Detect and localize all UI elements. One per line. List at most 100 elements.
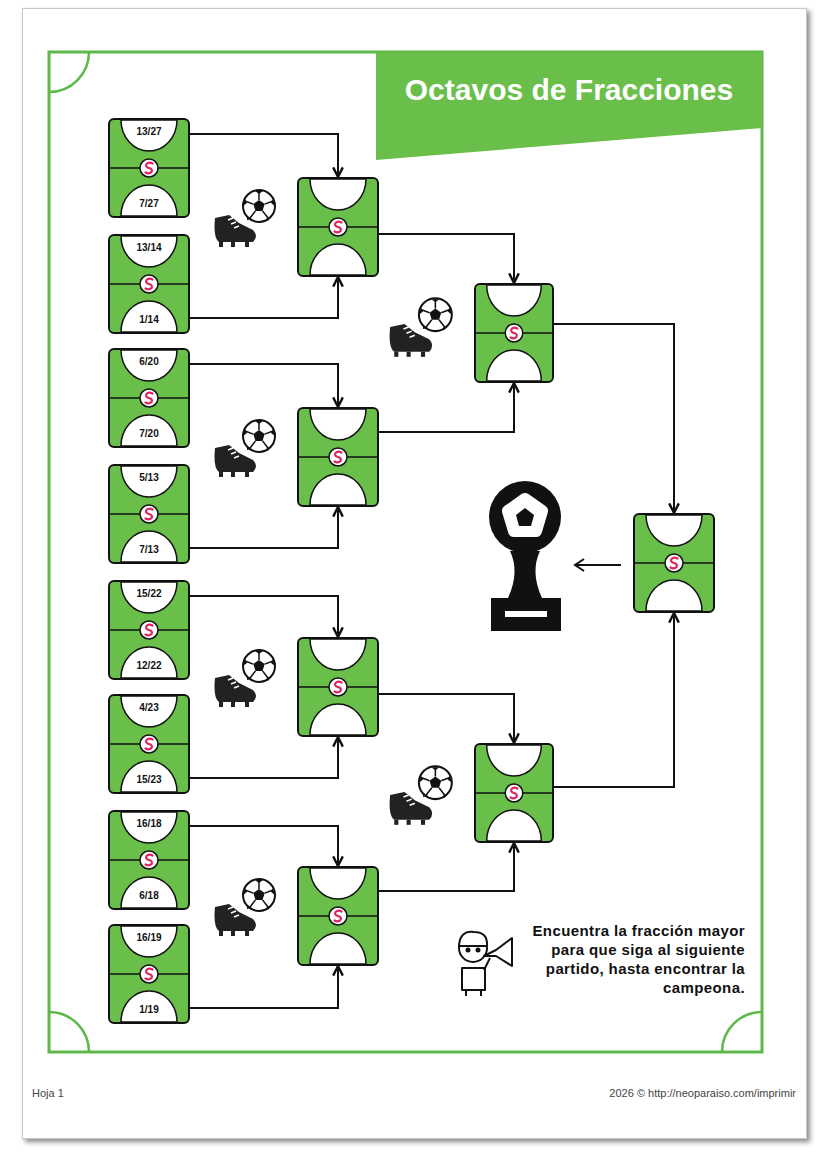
bracket-connector <box>554 613 674 787</box>
field-drawing <box>297 407 379 507</box>
field-grass <box>298 867 378 965</box>
kick-icons-part <box>390 298 452 357</box>
soccer-field <box>297 866 379 966</box>
kick-icons-part <box>215 650 276 707</box>
field-bottom-area <box>310 704 366 735</box>
fraction-label: 12/22 <box>108 660 190 671</box>
club-logo <box>146 855 153 866</box>
field-grass <box>298 638 378 736</box>
soccer-field <box>297 177 379 277</box>
club-logo <box>335 222 342 233</box>
field-center-circle <box>329 448 347 466</box>
green-frame-part <box>49 1012 89 1052</box>
field-grass <box>109 349 189 447</box>
bracket-connector <box>379 694 514 743</box>
bracket-connector <box>190 966 338 1008</box>
club-logo <box>146 739 153 750</box>
field-center-circle <box>505 324 523 342</box>
trophy-part <box>508 499 542 531</box>
megaphone-kid-part <box>467 949 470 952</box>
field-top-area <box>646 515 702 546</box>
fraction-label: 16/19 <box>108 932 190 943</box>
title-banner <box>376 52 762 160</box>
club-logo <box>335 911 342 922</box>
field-grass <box>109 465 189 563</box>
field-top-area <box>487 745 542 776</box>
kick-icons-part <box>215 879 276 936</box>
field-drawing <box>297 637 379 737</box>
field-center-circle <box>329 907 347 925</box>
bracket-connector <box>190 596 338 637</box>
page-title: Octavos de Fracciones <box>376 72 762 108</box>
megaphone-kid-part <box>484 958 490 970</box>
soccer-field <box>297 407 379 507</box>
trophy-part <box>489 481 561 553</box>
final-arrow-part <box>575 559 584 571</box>
soccer-field: 5/137/13 <box>108 464 190 564</box>
instruction-note: Encuentra la fracción mayor para que sig… <box>505 921 745 997</box>
field-top-area <box>310 868 366 899</box>
field-center-circle <box>329 678 347 696</box>
megaphone-kid <box>459 932 512 996</box>
field-grass <box>298 178 378 276</box>
field-center-circle <box>140 851 158 869</box>
field-bottom-area <box>487 810 542 841</box>
club-logo <box>335 682 342 693</box>
club-logo <box>671 558 678 569</box>
soccer-field: 4/23 15/23 <box>108 694 190 794</box>
copyright-note: 2026 © http://neoparaiso.com/imprimir <box>470 1086 796 1100</box>
field-center-circle <box>140 621 158 639</box>
megaphone-kid-part <box>462 968 485 990</box>
soccer-field: 15/22 12/22 <box>108 580 190 680</box>
soccer-field <box>297 637 379 737</box>
field-bottom-area <box>310 244 366 275</box>
field-grass <box>475 284 553 382</box>
field-grass <box>109 811 189 909</box>
club-logo <box>511 328 518 339</box>
field-grass <box>109 235 189 333</box>
page-number: Hoja 1 <box>32 1086 132 1100</box>
kick-icons-part <box>390 766 452 825</box>
fraction-label: 5/13 <box>108 472 190 483</box>
fraction-label: 6/18 <box>108 890 190 901</box>
final-arrow <box>575 559 621 571</box>
soccer-field: 16/18 6/18 <box>108 810 190 910</box>
field-top-area <box>487 285 542 316</box>
megaphone-kid-part <box>477 949 480 952</box>
fraction-label: 16/18 <box>108 818 190 829</box>
bracket-connector <box>190 364 338 407</box>
field-grass <box>109 119 189 217</box>
bracket-connector <box>379 383 514 432</box>
field-bottom-area <box>310 933 366 964</box>
field-drawing <box>297 177 379 277</box>
field-center-circle <box>505 784 523 802</box>
green-frame-part <box>49 52 89 92</box>
trophy-part <box>508 551 542 598</box>
fraction-label: 6/20 <box>108 356 190 367</box>
kick-icons <box>215 190 452 936</box>
fraction-label: 15/22 <box>108 588 190 599</box>
field-drawing <box>297 866 379 966</box>
club-logo <box>511 788 518 799</box>
field-center-circle <box>140 735 158 753</box>
fraction-label: 1/19 <box>108 1004 190 1015</box>
club-logo <box>146 393 153 404</box>
trophy <box>489 481 561 631</box>
field-center-circle <box>665 554 683 572</box>
field-drawing <box>474 283 554 383</box>
fraction-label: 4/23 <box>108 702 190 713</box>
bracket-connector <box>190 507 338 548</box>
green-frame-part <box>49 52 762 1052</box>
field-grass <box>109 925 189 1023</box>
trophy-part <box>505 611 547 617</box>
fraction-label: 15/23 <box>108 774 190 785</box>
field-drawing <box>474 743 554 843</box>
soccer-field: 6/20 7/20 <box>108 348 190 448</box>
fraction-label: 7/20 <box>108 428 190 439</box>
megaphone-kid-part <box>459 932 487 946</box>
fraction-label: 13/27 <box>108 126 190 137</box>
club-logo <box>146 279 153 290</box>
soccer-field <box>474 283 554 383</box>
soccer-field: 13/141/14 <box>108 234 190 334</box>
